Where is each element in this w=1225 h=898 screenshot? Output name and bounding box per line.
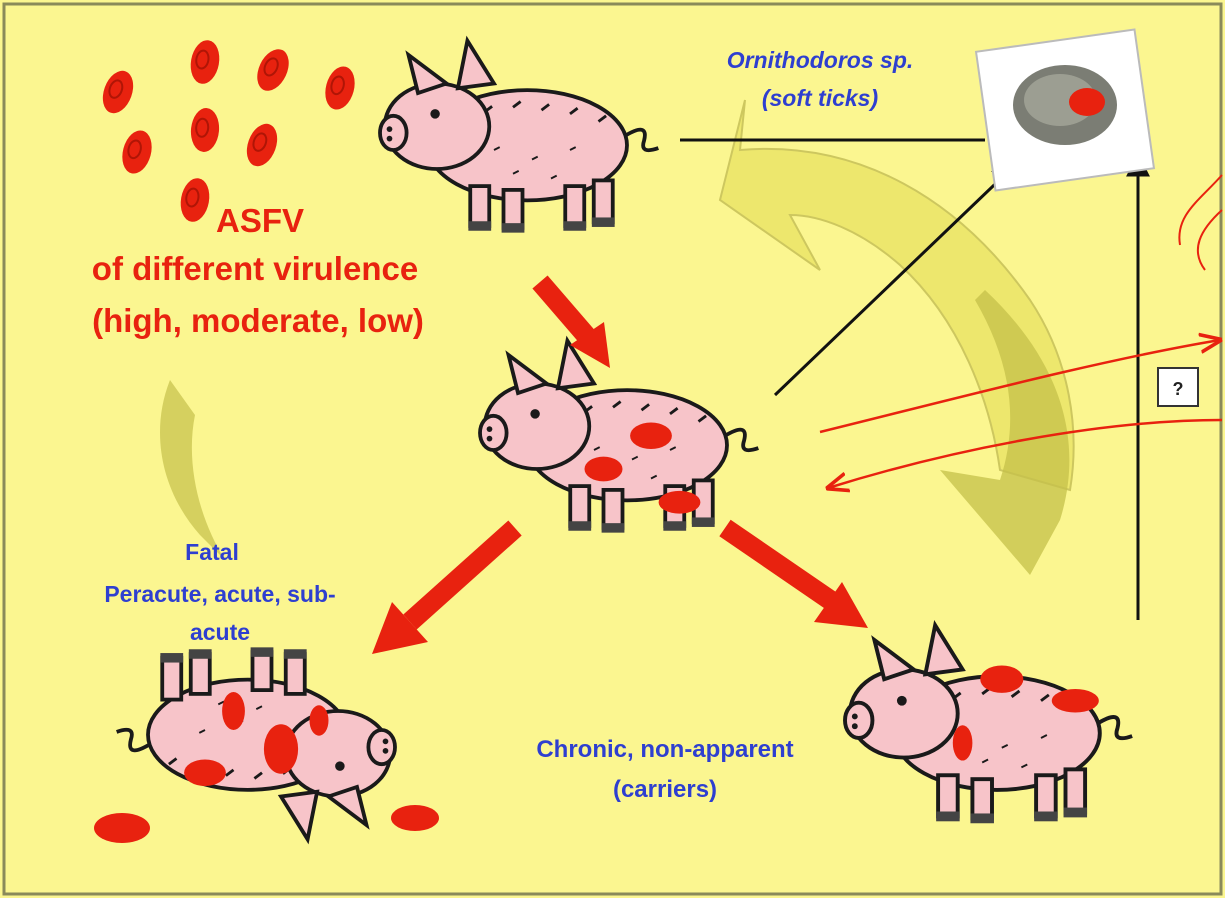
asfv-label: ASFV [216, 202, 304, 239]
fatal-label: Fatal [185, 539, 239, 565]
chronic-label: Chronic, non-apparent [536, 736, 793, 763]
unknown-marker: ? [1173, 379, 1184, 399]
asfv-virulence-label: of different virulence [92, 250, 418, 287]
carriers-label: (carriers) [613, 776, 717, 803]
asfv-levels-label: (high, moderate, low) [92, 302, 424, 339]
fatal-forms-label-cont: acute [190, 619, 250, 645]
fatal-forms-label: Peracute, acute, sub- [104, 581, 335, 607]
vector-label: Ornithodoros sp. [727, 47, 914, 73]
vector-sublabel: (soft ticks) [762, 85, 878, 111]
soft-tick-image [976, 30, 1154, 191]
